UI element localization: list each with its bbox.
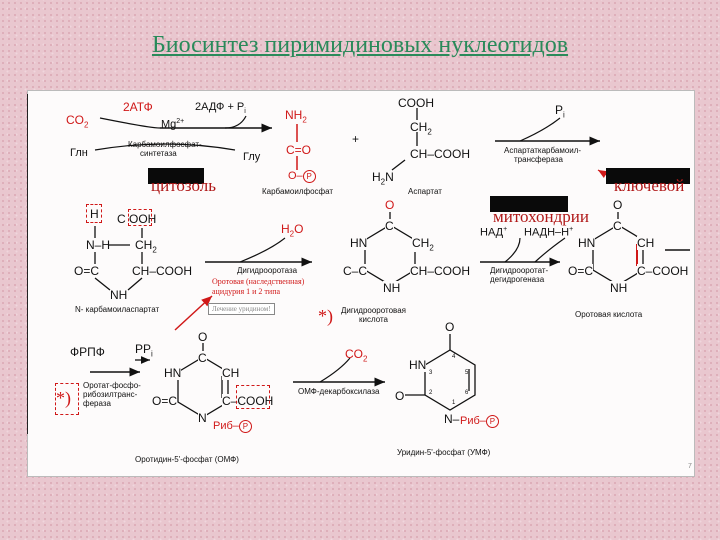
- carbamoylaspartate-nh: N–H: [86, 238, 111, 252]
- carbamoylaspartate-ch2: CH2: [135, 238, 157, 255]
- diagram-panel: [27, 90, 695, 477]
- orotate-phosphoribosyltransferase-label: Оротат-фосфо-рибозилтранс-фераза: [83, 381, 141, 408]
- aspartate-h2n: H2N: [372, 170, 394, 187]
- carbamoylaspartate-ch-cooh: CH–COOH: [132, 264, 193, 278]
- nad-cofactor: НАД+: [480, 226, 508, 239]
- phosphate-ester: O–P: [288, 170, 316, 183]
- orotic-aciduria-note: Оротовая (наследственная)ацидурия 1 и 2 …: [212, 277, 305, 296]
- adp-label: 2АДФ + Pi: [195, 101, 246, 116]
- dho-ch2: CH2: [412, 236, 434, 253]
- glutamine-label: Глн: [70, 147, 88, 159]
- cytosol-label: цитозоль: [151, 176, 217, 195]
- orotic-acid-name: Оротовая кислота: [575, 310, 643, 319]
- dho-hn: HN: [350, 236, 368, 250]
- ump-n: N–: [444, 412, 460, 426]
- nadh-cofactor: НАДН–Н+: [524, 226, 574, 239]
- carbamoylphosphate-name: Карбамоилфосфат: [262, 187, 334, 196]
- phosphate-circle-icon: P: [238, 420, 252, 433]
- orotate-oc: O=C: [568, 264, 594, 278]
- carbamoylphosphate-synthetase-label: Карбамоилфосфат-синтетаза: [128, 140, 202, 158]
- omp-oc: O=C: [152, 394, 178, 408]
- black-mask-box: [148, 168, 204, 184]
- dashed-highlight-box: [86, 204, 102, 223]
- dashed-highlight-box: [55, 383, 79, 415]
- ppi-product: PPi: [135, 342, 153, 359]
- carbamoylaspartate-ooh: OOH: [129, 212, 157, 226]
- ump-atom-number: 2: [429, 390, 433, 396]
- mitochondria-label: митохондрии: [493, 207, 589, 226]
- ump-atom-number: 6: [465, 390, 469, 396]
- ump-oxygen-2: O: [395, 389, 405, 403]
- ump-name: Уридин-5'-фосфат (УМФ): [397, 448, 491, 457]
- water-product: H2O: [281, 222, 304, 239]
- omp-oxygen: O: [198, 330, 208, 344]
- omp-hn: HN: [164, 366, 182, 380]
- orotate-hn: HN: [578, 236, 596, 250]
- carbamoylaspartate-nh-bottom: NH: [110, 288, 128, 302]
- carbonyl-group: C=O: [286, 143, 312, 157]
- prpp-reactant: ФРПФ: [70, 345, 105, 359]
- carbamoylaspartate-h: H: [90, 207, 99, 221]
- dho-cc: C–C: [343, 264, 368, 278]
- uridine-treatment-note: Лечение уридином!: [208, 303, 275, 315]
- phosphate-circle-icon: P: [485, 415, 499, 428]
- dho-c: C: [385, 219, 394, 233]
- aspartate-carbamoyltransferase-label: Аспартаткарбамоил-трансфераза: [504, 146, 582, 164]
- aspartate-cooh: COOH: [398, 96, 434, 110]
- orotate-c-cooh: C–COOH: [637, 264, 689, 278]
- asterisk-note-mark: *): [56, 388, 71, 408]
- panel-edge-line: [27, 94, 28, 434]
- black-mask-box: [606, 168, 690, 184]
- nh2-group: NH2: [285, 108, 307, 125]
- page-number: 7: [688, 463, 692, 470]
- omp-c-cooh: C–COOH: [222, 394, 274, 408]
- dho-oxygen: O: [385, 198, 395, 212]
- ump-oxygen: O: [445, 320, 455, 334]
- aspartate-name: Аспартат: [408, 187, 442, 196]
- ump-hn: HN: [409, 358, 427, 372]
- orotate-c: C: [613, 219, 622, 233]
- omp-c: C: [198, 351, 207, 365]
- plus-sign: +: [352, 132, 360, 146]
- phosphate-circle-icon: P: [302, 170, 316, 183]
- ump-atom-number: 1: [452, 400, 456, 406]
- ump-atom-number: 3: [429, 370, 433, 376]
- carbamoylaspartate-name: N- карбамоиласпартат: [75, 305, 160, 314]
- dho-nh: NH: [383, 281, 401, 295]
- dashed-highlight-box: [128, 209, 152, 226]
- aspartate-ch-cooh: CH–COOH: [410, 147, 471, 161]
- co2-reactant: CO2: [66, 113, 89, 130]
- omp-ch: CH: [222, 366, 240, 380]
- orotate-oxygen: O: [613, 198, 623, 212]
- omp-n: N: [198, 411, 207, 425]
- dihydroorotase-label: Дигидрооротаза: [237, 266, 298, 275]
- key-enzyme-label: ключевой: [614, 176, 685, 195]
- orotate-nh: NH: [610, 281, 628, 295]
- pi-product: Pi: [555, 103, 565, 120]
- asterisk-note-mark: *): [318, 306, 333, 326]
- omp-name: Оротидин-5'-фосфат (ОМФ): [135, 455, 239, 464]
- ump-atom-number: 5: [465, 370, 469, 376]
- glutamate-label: Глу: [243, 151, 261, 163]
- carbamoylaspartate-oc: O=C: [74, 264, 100, 278]
- omp-ribose-phosphate: Риб–P: [213, 420, 252, 433]
- slide-title: Биосинтез пиримидиновых нуклеотидов: [151, 32, 569, 58]
- dihydroorotate-dehydrogenase-label: Дигидрооротат-дегидрогеназа: [490, 266, 549, 284]
- ump-atom-number: 4: [452, 354, 456, 360]
- mg-cofactor: Mg2+: [161, 118, 185, 131]
- carbamoylaspartate-c: C: [117, 212, 126, 226]
- dho-ch-cooh: CH–COOH: [410, 264, 471, 278]
- atp-label: 2АТФ: [123, 100, 153, 114]
- omp-decarboxylase-label: ОМФ-декарбоксилаза: [298, 387, 380, 396]
- ump-ribose-phosphate: Риб–P: [460, 415, 499, 428]
- dashed-highlight-box: [236, 385, 270, 409]
- black-mask-box: [490, 196, 568, 212]
- orotate-ch: CH: [637, 236, 655, 250]
- aspartate-ch2: CH2: [410, 120, 432, 137]
- co2-product: CO2: [345, 347, 368, 364]
